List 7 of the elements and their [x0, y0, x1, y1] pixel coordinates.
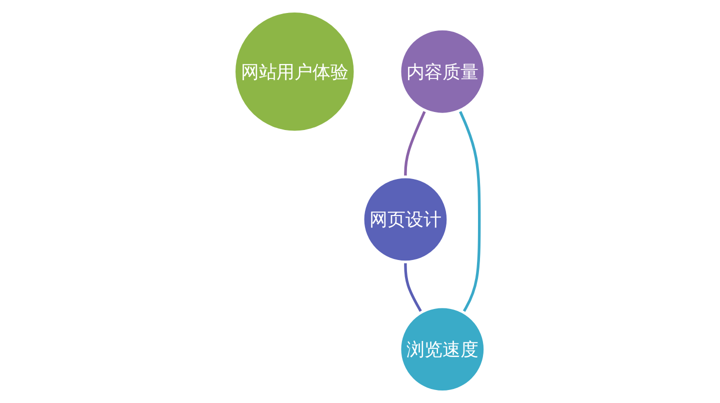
connector: [404, 262, 423, 313]
connector: [458, 110, 482, 313]
node-circle: 浏览速度: [398, 305, 487, 394]
node-circle: 内容质量: [398, 28, 487, 116]
connector: [404, 110, 427, 177]
node-circle: 网站用户体验: [233, 10, 357, 134]
node-circle: 网页设计: [362, 176, 450, 264]
